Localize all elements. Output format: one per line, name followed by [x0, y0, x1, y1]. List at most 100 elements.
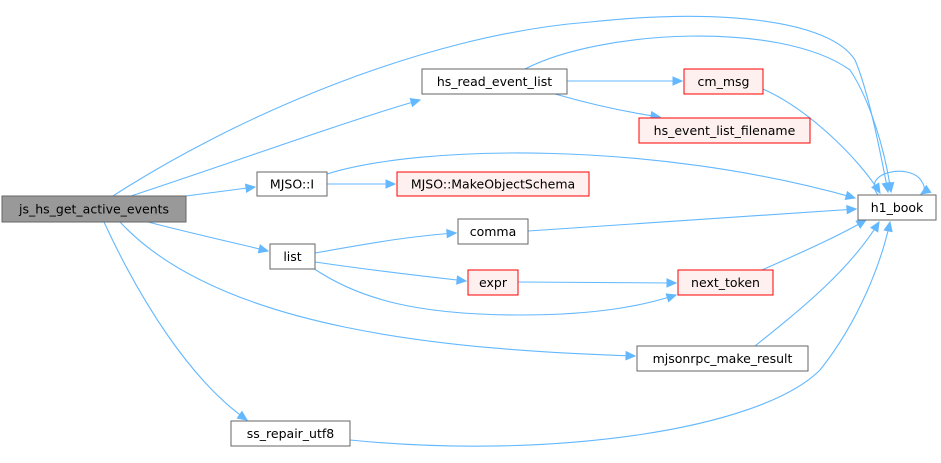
node-h1-book[interactable]: h1_book	[857, 194, 937, 221]
edge-arrowhead	[870, 182, 881, 195]
edge-arrowhead	[446, 228, 458, 239]
node-cm-msg[interactable]: cm_msg	[683, 68, 764, 95]
node-box[interactable]	[636, 345, 809, 372]
node-label: expr	[479, 275, 508, 290]
node-js-hs-get-active-events[interactable]: js_hs_get_active_events	[1, 195, 187, 223]
edge-arrowhead	[672, 76, 684, 86]
node-label: h1_book	[871, 200, 924, 215]
node-box[interactable]	[677, 269, 774, 296]
call-graph-nodes: js_hs_get_active_events hs_read_event_lis…	[1, 68, 937, 447]
edge-line	[517, 281, 677, 284]
node-box[interactable]	[683, 68, 764, 95]
edge-js_hs_get_active_events-to-h1_book	[112, 15, 891, 197]
edge-hs_read_event_list-to-h1_book	[524, 35, 895, 194]
edge-arrowhead	[456, 275, 468, 285]
node-list[interactable]: list	[269, 243, 316, 270]
edge-js_hs_get_active_events-to-mjso_i	[185, 183, 257, 197]
edge-list-to-expr	[314, 261, 468, 285]
edge-hs_read_event_list-to-hs_event_list_filename	[554, 93, 662, 121]
edge-mjso_i-to-mjso_makeobjectschema	[327, 179, 397, 189]
edge-arrowhead	[409, 98, 422, 108]
edge-mjsonrpc_make_result-to-h1_book	[754, 220, 880, 347]
edge-arrowhead	[665, 293, 678, 303]
edge-arrowhead	[625, 350, 637, 361]
node-label: next_token	[691, 275, 760, 290]
edge-arrowhead	[666, 278, 678, 288]
edge-list-to-next_token	[312, 267, 678, 316]
edge-js_hs_get_active_events-to-hs_read_event_list	[130, 98, 422, 197]
edge-list-to-comma	[314, 228, 458, 254]
edge-line	[103, 221, 248, 421]
edge-line	[754, 221, 880, 347]
node-box[interactable]	[457, 218, 529, 245]
node-label: ss_repair_utf8	[247, 426, 335, 441]
edge-line	[147, 221, 269, 252]
edge-arrowhead	[385, 179, 397, 189]
edge-line	[119, 221, 636, 357]
node-label: comma	[470, 224, 517, 239]
edge-next_token-to-h1_book	[761, 219, 868, 271]
edge-arrowhead	[883, 220, 893, 233]
edge-cm_msg-to-h1_book	[762, 88, 881, 195]
node-box[interactable]	[1, 195, 187, 223]
edge-line	[314, 232, 457, 254]
node-ss-repair-utf8[interactable]: ss_repair_utf8	[230, 420, 351, 447]
edge-js_hs_get_active_events-to-list	[147, 221, 270, 254]
edge-line	[130, 99, 421, 197]
edge-arrowhead	[257, 244, 270, 254]
node-box[interactable]	[269, 243, 316, 270]
edge-line	[326, 152, 856, 199]
edge-line	[112, 15, 889, 197]
edge-h1_book-to-h1_book	[873, 170, 932, 196]
edge-arrowhead	[236, 410, 249, 421]
node-comma[interactable]: comma	[457, 218, 529, 245]
edge-arrowhead	[855, 219, 868, 229]
edge-arrowhead	[919, 184, 932, 195]
edge-arrowhead	[244, 183, 257, 193]
edge-line	[349, 221, 891, 447]
node-expr[interactable]: expr	[467, 269, 519, 296]
node-label: hs_event_list_filename	[654, 123, 796, 138]
node-box[interactable]	[638, 117, 811, 144]
node-hs-read-event-list[interactable]: hs_read_event_list	[421, 68, 568, 95]
edge-mjso_i-to-h1_book	[326, 152, 857, 201]
edge-line	[761, 219, 867, 271]
edge-line	[762, 88, 881, 194]
edge-expr-to-next_token	[517, 278, 678, 288]
node-box[interactable]	[467, 269, 519, 296]
edge-arrowhead	[846, 204, 858, 215]
edge-arrowhead	[870, 220, 880, 233]
edge-line	[527, 208, 857, 232]
node-box[interactable]	[396, 171, 590, 197]
edge-line	[554, 93, 661, 118]
node-mjso-i[interactable]: MJSO::I	[256, 171, 328, 197]
node-box[interactable]	[421, 68, 568, 95]
node-label: hs_read_event_list	[437, 74, 552, 89]
node-mjsonrpc-make-result[interactable]: mjsonrpc_make_result	[636, 345, 809, 372]
edge-line	[524, 35, 892, 193]
edge-line	[312, 267, 677, 316]
node-label: js_hs_get_active_events	[18, 202, 169, 217]
node-box[interactable]	[256, 171, 328, 197]
node-label: MJSO::I	[270, 177, 314, 192]
edge-hs_read_event_list-to-cm_msg	[567, 76, 684, 86]
node-label: cm_msg	[698, 74, 750, 89]
node-mjso-makeobjectschema[interactable]: MJSO::MakeObjectSchema	[396, 171, 590, 197]
edge-line	[314, 261, 467, 282]
edge-js_hs_get_active_events-to-mjsonrpc_make_result	[119, 221, 637, 361]
node-box[interactable]	[230, 420, 351, 447]
node-box[interactable]	[857, 194, 937, 221]
edge-ss_repair_utf8-to-h1_book	[349, 220, 893, 447]
node-next-token[interactable]: next_token	[677, 269, 774, 296]
edge-line	[185, 186, 256, 197]
node-label: list	[283, 249, 301, 264]
edge-arrowhead	[844, 190, 857, 201]
edge-arrowhead	[884, 181, 895, 194]
call-graph-edges	[103, 15, 932, 447]
edge-js_hs_get_active_events-to-ss_repair_utf8	[103, 221, 249, 421]
node-label: mjsonrpc_make_result	[653, 351, 793, 366]
edge-line	[873, 170, 925, 196]
node-label: MJSO::MakeObjectSchema	[411, 177, 575, 192]
node-hs-event-list-filename[interactable]: hs_event_list_filename	[638, 117, 811, 144]
